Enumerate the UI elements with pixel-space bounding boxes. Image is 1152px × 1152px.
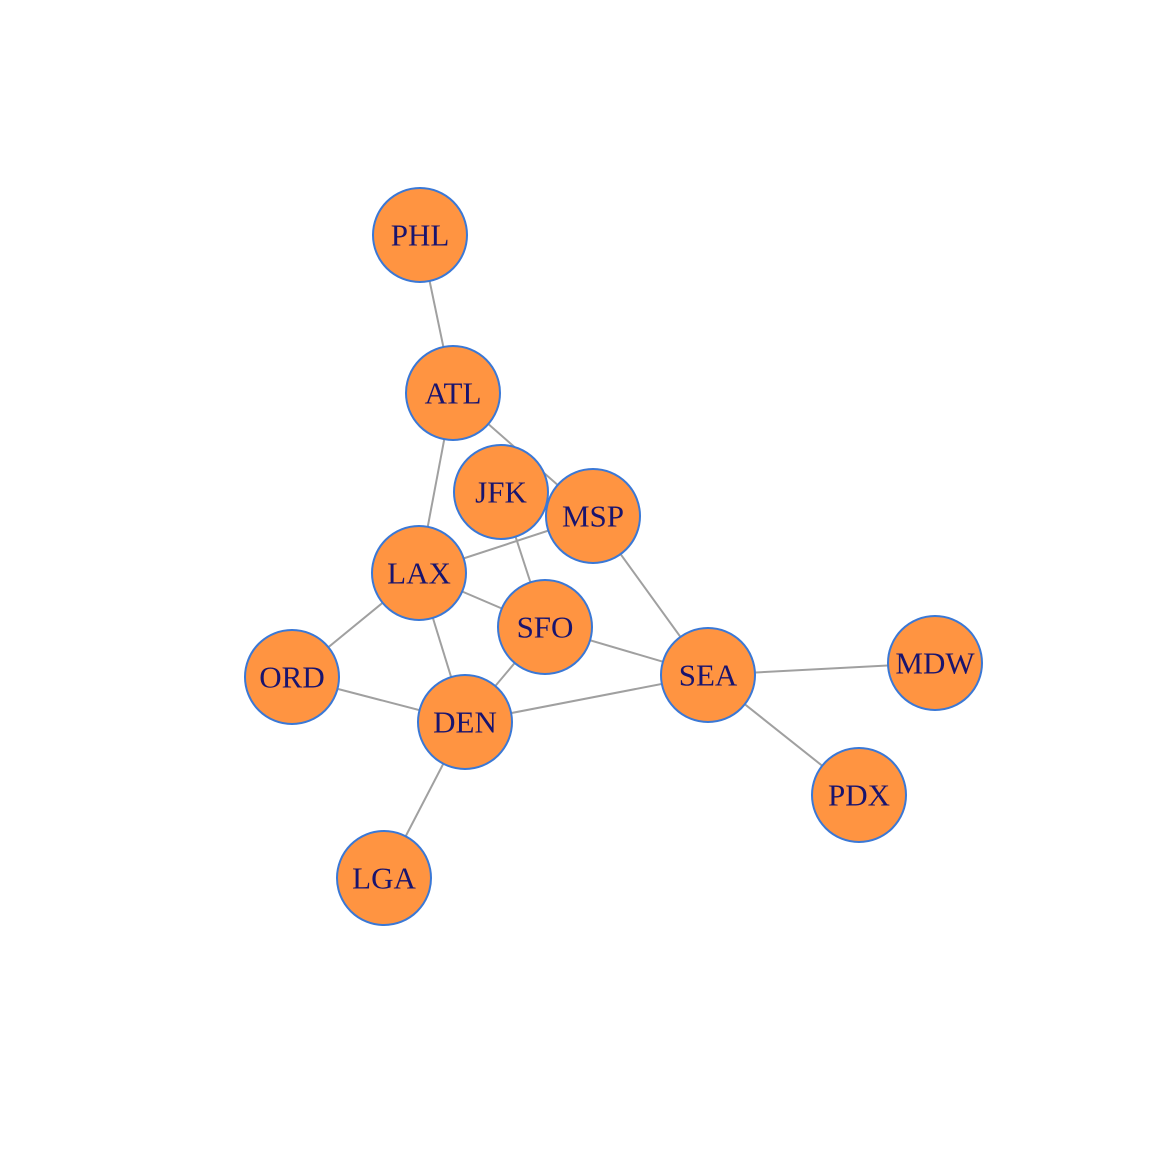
node-jfk: JFK — [453, 444, 549, 540]
node-circle-jfk — [453, 444, 549, 540]
node-label-ord: ORD — [259, 660, 324, 695]
node-circle-phl — [372, 187, 468, 283]
node-msp: MSP — [545, 468, 641, 564]
node-label-sfo: SFO — [517, 610, 574, 645]
node-label-lax: LAX — [387, 556, 451, 591]
node-label-den: DEN — [433, 705, 497, 740]
node-label-phl: PHL — [391, 218, 450, 253]
node-mdw: MDW — [887, 615, 983, 711]
node-label-lga: LGA — [352, 861, 416, 896]
node-circle-msp — [545, 468, 641, 564]
node-pdx: PDX — [811, 747, 907, 843]
node-circle-atl — [405, 345, 501, 441]
node-ord: ORD — [244, 629, 340, 725]
node-circle-mdw — [887, 615, 983, 711]
node-circle-ord — [244, 629, 340, 725]
node-label-sea: SEA — [679, 658, 738, 693]
node-circle-sfo — [497, 579, 593, 675]
node-label-msp: MSP — [562, 499, 624, 534]
node-label-mdw: MDW — [895, 646, 975, 681]
node-label-jfk: JFK — [475, 475, 527, 510]
node-layer: PHL ATL JFK MSP LAX SFO ORD DEN SEA MDW PDX LGA — [244, 187, 983, 926]
node-circle-sea — [660, 627, 756, 723]
node-circle-pdx — [811, 747, 907, 843]
node-label-pdx: PDX — [828, 778, 890, 813]
node-circle-lax — [371, 525, 467, 621]
node-sfo: SFO — [497, 579, 593, 675]
node-atl: ATL — [405, 345, 501, 441]
node-circle-lga — [336, 830, 432, 926]
node-circle-den — [417, 674, 513, 770]
node-sea: SEA — [660, 627, 756, 723]
node-phl: PHL — [372, 187, 468, 283]
node-den: DEN — [417, 674, 513, 770]
node-label-atl: ATL — [425, 376, 482, 411]
node-lga: LGA — [336, 830, 432, 926]
node-lax: LAX — [371, 525, 467, 621]
